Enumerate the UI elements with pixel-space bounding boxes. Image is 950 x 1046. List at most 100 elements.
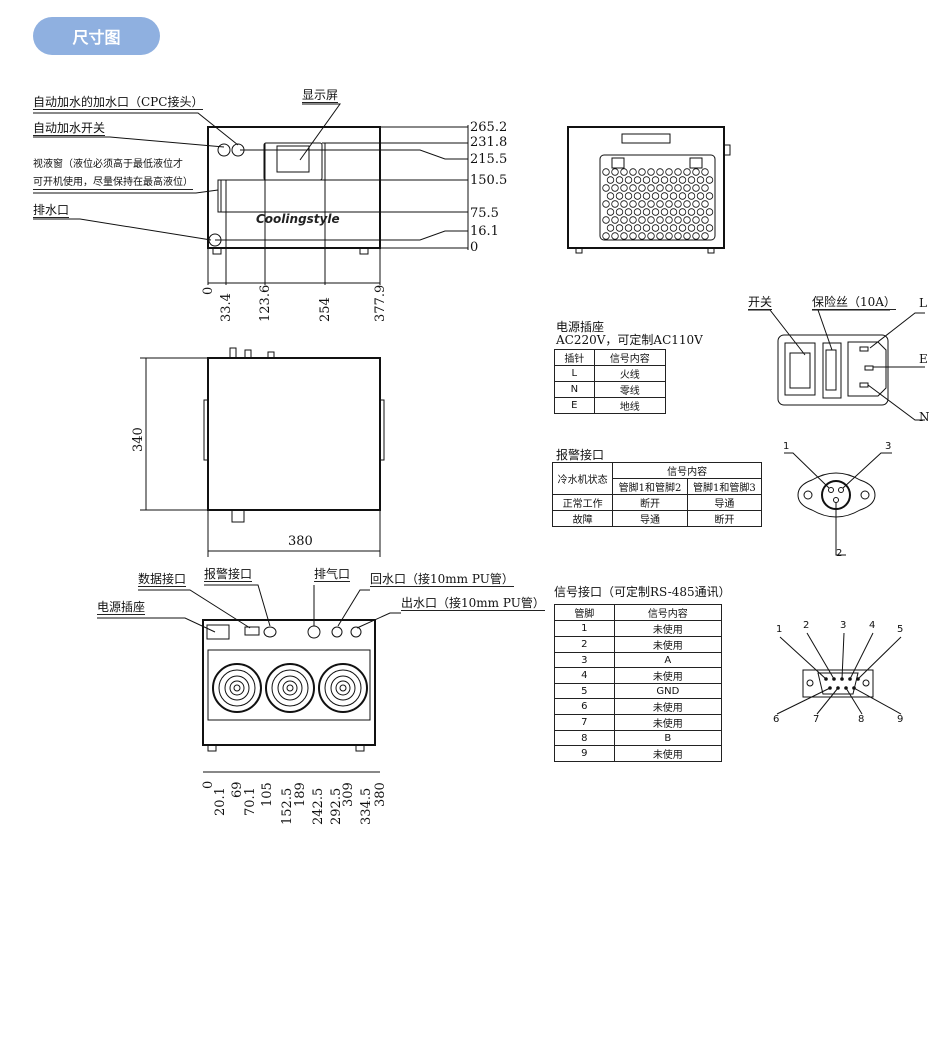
grille-hole (615, 176, 624, 184)
grille-hole (674, 232, 682, 240)
grille-hole (692, 184, 700, 192)
table-cell: 3 (554, 652, 615, 668)
fan-guard (229, 680, 245, 696)
grille-hole (606, 176, 615, 184)
grille-hole (638, 184, 646, 192)
table-cell: 零线 (593, 381, 667, 398)
outlet-port-label: 出水口（接10mm PU管） (401, 596, 545, 611)
grille-hole (629, 200, 637, 208)
front-view-drawing: Coolingstyle (33, 103, 469, 285)
grille-hole (624, 208, 633, 216)
grille-hole (674, 184, 682, 192)
fan-guard (330, 675, 356, 701)
power-socket-subtitle: AC220V，可定制AC110V (556, 333, 703, 347)
side-view-drawing (567, 126, 731, 254)
grille-hole (620, 232, 628, 240)
grille-hole (651, 176, 660, 184)
grille-hole (647, 200, 655, 208)
grille-hole (660, 176, 669, 184)
fan-guard (271, 669, 309, 707)
table-cell: L (554, 365, 595, 382)
grille-hole (606, 192, 615, 200)
fuse-label: 保险丝（10A） (812, 295, 896, 310)
grille-hole (611, 216, 619, 224)
table-header: 插针 (554, 349, 595, 366)
grille-hole (656, 232, 664, 240)
fan-guard (233, 684, 241, 692)
grille-hole (701, 184, 709, 192)
grille-hole (633, 176, 642, 184)
fan-guard (277, 675, 303, 701)
fan-guard (324, 669, 362, 707)
table-header: 管脚1和管脚3 (686, 478, 763, 495)
width-dim-label: 254 (318, 297, 333, 322)
rear-width-dim-label: 334.5 (359, 787, 374, 825)
alarm-connector-diagram (784, 452, 892, 556)
grille-hole (611, 200, 619, 208)
db9-pin-label: 6 (773, 714, 780, 725)
grille-hole (602, 200, 610, 208)
grille-hole (687, 224, 696, 232)
width-dim-label: 123.6 (258, 284, 273, 322)
section-title: 尺寸图 (72, 28, 121, 47)
table-cell: 未使用 (613, 698, 723, 715)
table-cell: 未使用 (613, 620, 723, 637)
drain-label: 排水口 (33, 203, 70, 218)
table-cell: 未使用 (613, 636, 723, 653)
grille-hole (656, 184, 664, 192)
table-cell: 4 (554, 667, 615, 684)
table-cell: 未使用 (613, 745, 723, 762)
grille-hole (660, 224, 669, 232)
grille-hole (678, 192, 687, 200)
table-cell: E (554, 397, 595, 414)
grille-hole (629, 232, 637, 240)
db9-pin-label: 8 (858, 714, 865, 725)
grille-hole (669, 208, 678, 216)
height-dim-label: 75.5 (470, 206, 499, 221)
rear-width-dim-label: 380 (373, 782, 388, 807)
grille-hole (705, 192, 714, 200)
table-cell: 导通 (686, 494, 763, 511)
display-label: 显示屏 (302, 88, 339, 103)
table-cell: 2 (554, 636, 615, 653)
grille-hole (642, 224, 651, 232)
grille-hole (611, 184, 619, 192)
table-cell: 火线 (593, 365, 667, 382)
grille-hole (629, 168, 637, 176)
grille-hole (660, 192, 669, 200)
grille-hole (678, 176, 687, 184)
svg-text:Coolingstyle: Coolingstyle (256, 212, 340, 226)
table-cell: 8 (554, 730, 615, 746)
table-row: 故障导通断开 (551, 510, 763, 527)
grille-hole (638, 216, 646, 224)
grille-hole (683, 168, 691, 176)
grille-hole (674, 216, 682, 224)
grille-hole (642, 192, 651, 200)
grille-hole (624, 224, 633, 232)
grille-hole (647, 216, 655, 224)
rear-width-dim-label: 309 (341, 782, 356, 807)
grille-hole (642, 176, 651, 184)
rear-width-dim-label: 105 (260, 782, 275, 807)
fan-guard (286, 684, 294, 692)
grille-hole (665, 200, 673, 208)
table-cell: 导通 (612, 510, 688, 527)
switch-label: 开关 (748, 295, 773, 310)
grille-hole (696, 192, 705, 200)
table-cell: 断开 (686, 510, 763, 527)
grille-hole (687, 192, 696, 200)
grille-hole (656, 216, 664, 224)
top-view-depth-dim: 340 (131, 427, 146, 452)
grille-hole (701, 200, 709, 208)
grille-hole (665, 184, 673, 192)
grille-hole (633, 192, 642, 200)
grille-hole (692, 168, 700, 176)
